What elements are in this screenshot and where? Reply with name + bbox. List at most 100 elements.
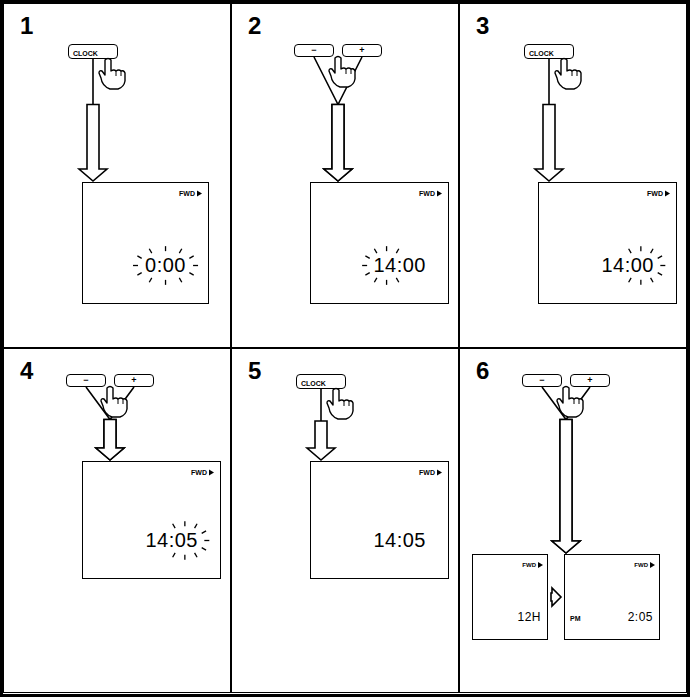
step-panel: − + FWD 14:00 2 bbox=[231, 3, 459, 348]
remote-button: − bbox=[66, 374, 106, 387]
blink-ray bbox=[173, 524, 176, 528]
button-label: + bbox=[127, 376, 140, 385]
forward-triangle bbox=[197, 191, 202, 197]
button-label: − bbox=[79, 376, 92, 385]
flow-arrow bbox=[551, 588, 561, 606]
forward-triangle bbox=[538, 562, 543, 568]
lcd-display: FWD 12H bbox=[472, 554, 548, 640]
blink-ray bbox=[658, 273, 662, 276]
flow-arrow bbox=[307, 389, 335, 460]
forward-triangle bbox=[437, 470, 442, 476]
forward-triangle bbox=[650, 562, 655, 568]
blink-ray bbox=[374, 249, 377, 253]
clock-digits: 12H bbox=[517, 610, 541, 624]
blink-ray bbox=[629, 278, 632, 282]
pressing-hand bbox=[327, 389, 353, 420]
blink-ray bbox=[651, 278, 654, 282]
direction-indicator: FWD bbox=[647, 190, 663, 197]
blink-ray bbox=[396, 249, 399, 253]
direction-indicator: FWD bbox=[522, 562, 536, 568]
clock-digits: 0:00 bbox=[145, 254, 186, 277]
direction-indicator: FWD bbox=[419, 469, 435, 476]
blink-ray bbox=[660, 265, 665, 266]
flow-arrow bbox=[324, 57, 362, 181]
direction-indicator: FWD bbox=[634, 562, 648, 568]
button-label: − bbox=[535, 376, 548, 385]
blink-ray bbox=[179, 249, 182, 253]
blink-ray bbox=[386, 280, 387, 285]
forward-triangle bbox=[209, 470, 214, 476]
blink-ray bbox=[195, 524, 198, 528]
pressing-hand bbox=[555, 59, 581, 90]
pressing-hand bbox=[557, 387, 583, 418]
lcd-display: FWD 14:05 bbox=[82, 461, 221, 579]
blink-ray bbox=[165, 280, 166, 285]
lcd-display: FWD 0:00 bbox=[82, 182, 209, 304]
lcd-display: FWD 14:00 bbox=[538, 182, 677, 304]
remote-button: + bbox=[570, 374, 610, 387]
remote-button: + bbox=[114, 374, 154, 387]
button-label: CLOCK bbox=[525, 49, 558, 58]
blink-ray bbox=[133, 265, 138, 266]
blink-ray bbox=[193, 265, 198, 266]
blink-ray bbox=[651, 249, 654, 253]
blink-ray bbox=[149, 278, 152, 282]
step-number: 3 bbox=[476, 12, 489, 40]
blink-ray bbox=[137, 256, 141, 259]
button-label: CLOCK bbox=[69, 49, 102, 58]
blink-ray bbox=[629, 249, 632, 253]
remote-button: CLOCK bbox=[524, 44, 574, 59]
step-number: 1 bbox=[20, 12, 33, 40]
step-panel: −+FWD12HFWDPM2:056 bbox=[459, 348, 687, 693]
pressing-hand bbox=[99, 59, 125, 90]
clock-digits: 14:05 bbox=[145, 529, 198, 552]
blink-ray bbox=[658, 256, 662, 259]
blink-ray bbox=[202, 531, 206, 534]
clock-digits: 14:00 bbox=[601, 254, 654, 277]
step-panel: CLOCK FWD14:05 5 bbox=[231, 348, 459, 693]
clock-digits: 14:00 bbox=[373, 254, 426, 277]
blink-ray bbox=[184, 521, 185, 526]
lcd-display: FWDPM2:05 bbox=[564, 554, 660, 640]
blink-ray bbox=[362, 265, 367, 266]
button-label: + bbox=[355, 46, 368, 55]
remote-button: + bbox=[342, 44, 382, 57]
flow-arrow bbox=[552, 387, 590, 553]
remote-button: CLOCK bbox=[296, 374, 346, 389]
step-number: 2 bbox=[248, 12, 261, 40]
am-pm-indicator: PM bbox=[570, 615, 581, 622]
step-panel: CLOCK FWD 14:00 3 bbox=[459, 3, 687, 348]
step-number: 5 bbox=[248, 357, 261, 385]
direction-indicator: FWD bbox=[419, 190, 435, 197]
blink-ray bbox=[195, 553, 198, 557]
button-label: CLOCK bbox=[297, 379, 330, 388]
lcd-display: FWD 14:00 bbox=[310, 182, 449, 304]
blink-ray bbox=[202, 548, 206, 551]
direction-indicator: FWD bbox=[179, 190, 195, 197]
remote-button: − bbox=[522, 374, 562, 387]
pressing-hand bbox=[329, 57, 355, 88]
blink-ray bbox=[173, 553, 176, 557]
flow-arrow bbox=[96, 387, 134, 460]
forward-triangle bbox=[437, 191, 442, 197]
step-number: 4 bbox=[20, 357, 33, 385]
blink-ray bbox=[365, 273, 369, 276]
blink-ray bbox=[204, 540, 209, 541]
lcd-display: FWD14:05 bbox=[310, 461, 449, 579]
remote-button: − bbox=[294, 44, 334, 57]
blink-ray bbox=[386, 246, 387, 251]
button-label: + bbox=[583, 376, 596, 385]
button-label: − bbox=[307, 46, 320, 55]
blink-ray bbox=[365, 256, 369, 259]
blink-ray bbox=[640, 246, 641, 251]
pressing-hand bbox=[101, 387, 127, 418]
remote-button: CLOCK bbox=[68, 44, 118, 59]
blink-ray bbox=[165, 246, 166, 251]
step-panel: − + FWD 14:05 4 bbox=[3, 348, 231, 693]
blink-ray bbox=[149, 249, 152, 253]
forward-triangle bbox=[665, 191, 670, 197]
direction-indicator: FWD bbox=[191, 469, 207, 476]
step-number: 6 bbox=[476, 357, 489, 385]
